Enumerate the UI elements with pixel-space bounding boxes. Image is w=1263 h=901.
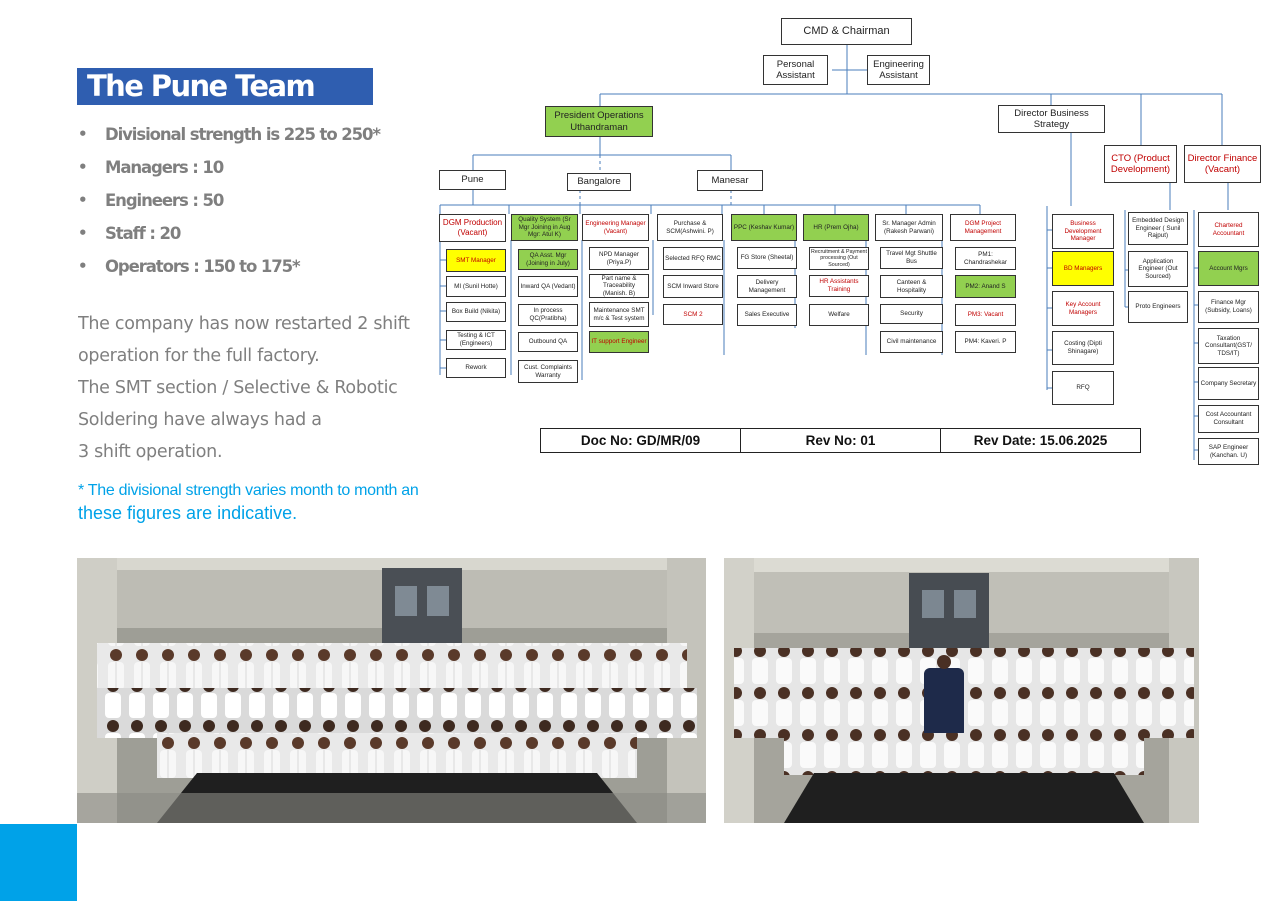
org-node-canteen: Canteen & Hospitality bbox=[880, 275, 943, 298]
org-node-delivery-management: Delivery Management bbox=[737, 275, 797, 298]
org-node-personal-assistant: Personal Assistant bbox=[763, 55, 828, 85]
list-item: •Engineers : 50 bbox=[78, 187, 380, 220]
org-node-testing-ict: Testing & ICT (Engineers) bbox=[446, 330, 506, 350]
org-node-director-finance: Director Finance (Vacant) bbox=[1184, 145, 1261, 183]
org-node-civil-maintenance: Civil maintenance bbox=[880, 331, 943, 353]
org-node-bangalore: Bangalore bbox=[567, 173, 631, 191]
org-node-dgm-production: DGM Production (Vacant) bbox=[439, 214, 506, 242]
org-node-cmd: CMD & Chairman bbox=[781, 18, 912, 45]
list-item: •Managers : 10 bbox=[78, 154, 380, 187]
org-node-bd-managers: BD Managers bbox=[1052, 251, 1114, 286]
org-node-account-mgrs: Account Mgrs bbox=[1198, 251, 1259, 286]
org-node-company-secretary: Company Secretary bbox=[1198, 367, 1259, 400]
org-node-dgm-project-mgmt: DGM Project Management bbox=[950, 214, 1016, 241]
org-node-admin-manager: Sr. Manager Admin (Rakesh Parwani) bbox=[875, 214, 943, 241]
org-node-costing: Costing (Dipti Shinagare) bbox=[1052, 331, 1114, 365]
org-node-manesar: Manesar bbox=[697, 170, 763, 191]
org-node-outbound-qa: Outbound QA bbox=[518, 332, 578, 352]
list-item: •Divisional strength is 225 to 250* bbox=[78, 121, 381, 154]
org-node-maintenance: Maintenance SMT m/c & Test system bbox=[589, 302, 649, 327]
org-node-rework: Rework bbox=[446, 358, 506, 378]
org-node-security: Security bbox=[880, 304, 943, 324]
org-node-quality-system: Quality System (Sr Mgr Joining in Aug Mg… bbox=[511, 214, 578, 241]
org-node-it-support: IT support Engineer bbox=[589, 331, 649, 353]
org-node-cust-complaints: Cust. Complaints Warranty bbox=[518, 360, 578, 383]
group-photo-image bbox=[724, 558, 1199, 823]
org-node-cto: CTO (Product Development) bbox=[1104, 145, 1177, 183]
org-node-ppc: PPC (Keshav Kumar) bbox=[731, 214, 797, 241]
bullet-icon: • bbox=[78, 158, 88, 176]
bullet-icon: • bbox=[78, 125, 88, 143]
org-node-box-build: Box Build (Nikita) bbox=[446, 302, 506, 322]
org-node-application-engineer: Application Engineer (Out Sourced) bbox=[1128, 251, 1188, 287]
org-node-sap-engineer: SAP Engineer (Kanchan. U) bbox=[1198, 438, 1259, 465]
document-info-table: Doc No: GD/MR/09 Rev No: 01 Rev Date: 15… bbox=[540, 428, 1141, 453]
org-node-embedded-design: Embedded Design Engineer ( Sunil Rajput) bbox=[1128, 212, 1188, 245]
bullet-icon: • bbox=[78, 257, 88, 275]
org-node-taxation-consultant: Taxation Consultant(GST/ TDS/IT) bbox=[1198, 328, 1259, 364]
org-node-inward-qa: Inward QA (Vedant) bbox=[518, 276, 578, 297]
team-photo-right bbox=[724, 558, 1199, 823]
bullet-icon: • bbox=[78, 224, 88, 242]
org-node-engineering-assistant: Engineering Assistant bbox=[867, 55, 930, 85]
org-node-finance-mgr: Finance Mgr (Subsidy, Loans) bbox=[1198, 291, 1259, 323]
org-node-pm4: PM4: Kaveri. P bbox=[955, 331, 1016, 353]
org-node-in-process-qc: In process QC(Pratibha) bbox=[518, 304, 578, 326]
org-node-mi: MI (Sunil Hotte) bbox=[446, 276, 506, 297]
org-node-proto-engineers: Proto Engineers bbox=[1128, 291, 1188, 323]
org-node-director-business-strategy: Director Business Strategy bbox=[998, 105, 1105, 133]
footnote: * The divisional strength varies month t… bbox=[78, 482, 418, 523]
org-node-pune: Pune bbox=[439, 170, 506, 190]
shift-description: The company has now restarted 2 shift op… bbox=[78, 314, 410, 462]
org-node-scm-2: SCM 2 bbox=[663, 304, 723, 325]
org-node-selected-rfq: Selected RFQ RMC bbox=[663, 247, 723, 270]
revision-number: Rev No: 01 bbox=[741, 429, 941, 452]
org-node-rfq: RFQ bbox=[1052, 371, 1114, 405]
corner-accent-block bbox=[0, 824, 77, 901]
org-node-pm1: PM1: Chandrashekar bbox=[955, 247, 1016, 270]
list-item: •Staff : 20 bbox=[78, 220, 380, 253]
org-node-scm-inward-store: SCM Inward Store bbox=[663, 275, 723, 298]
org-chart: CMD & Chairman Personal Assistant Engine… bbox=[430, 10, 1263, 480]
org-node-key-account-managers: Key Account Managers bbox=[1052, 291, 1114, 326]
org-node-hr-assistants: HR Assistants Training bbox=[809, 275, 869, 297]
org-node-recruitment: Recruitment & Payment processing (Out So… bbox=[809, 247, 869, 270]
revision-date: Rev Date: 15.06.2025 bbox=[973, 433, 1108, 448]
team-stats-list: •Divisional strength is 225 to 250* •Man… bbox=[78, 121, 381, 286]
org-connectors bbox=[439, 45, 1229, 460]
page-title: The Pune Team bbox=[77, 68, 373, 105]
org-node-engineering-manager: Engineering Manager (Vacant) bbox=[582, 214, 649, 241]
org-node-president-operations: President Operations Uthandraman bbox=[545, 106, 653, 137]
org-node-fg-store: FG Store (Sheetal) bbox=[737, 247, 797, 269]
bullet-icon: • bbox=[78, 191, 88, 209]
org-node-traceability: Part name & Traceability (Manish. B) bbox=[589, 274, 649, 298]
org-node-welfare: Welfare bbox=[809, 304, 869, 326]
org-node-npd-manager: NPD Manager (Priya.P) bbox=[589, 247, 649, 270]
org-node-hr: HR (Prem Ojha) bbox=[803, 214, 869, 241]
org-node-cost-accountant: Cost Accountant Consultant bbox=[1198, 405, 1259, 433]
list-item: •Operators : 150 to 175* bbox=[78, 253, 380, 286]
org-node-purchase-scm: Purchase & SCM(Ashwini. P) bbox=[657, 214, 723, 241]
org-node-bd-manager: Business Development Manager bbox=[1052, 214, 1114, 249]
group-photo-image bbox=[77, 558, 706, 823]
org-node-sales-executive: Sales Executive bbox=[737, 304, 797, 326]
org-node-travel-mgt: Travel Mgt Shuttle Bus bbox=[880, 247, 943, 269]
org-node-pm2: PM2: Anand S bbox=[955, 275, 1016, 298]
org-node-chartered-accountant: Chartered Accountant bbox=[1198, 212, 1259, 247]
team-photo-left bbox=[77, 558, 706, 823]
doc-number: Doc No: GD/MR/09 bbox=[541, 429, 741, 452]
org-node-qa-asst-mgr: QA Asst. Mgr (Joining in July) bbox=[518, 249, 578, 270]
org-node-smt-manager: SMT Manager bbox=[446, 249, 506, 272]
org-node-pm3: PM3: Vacant bbox=[955, 304, 1016, 326]
